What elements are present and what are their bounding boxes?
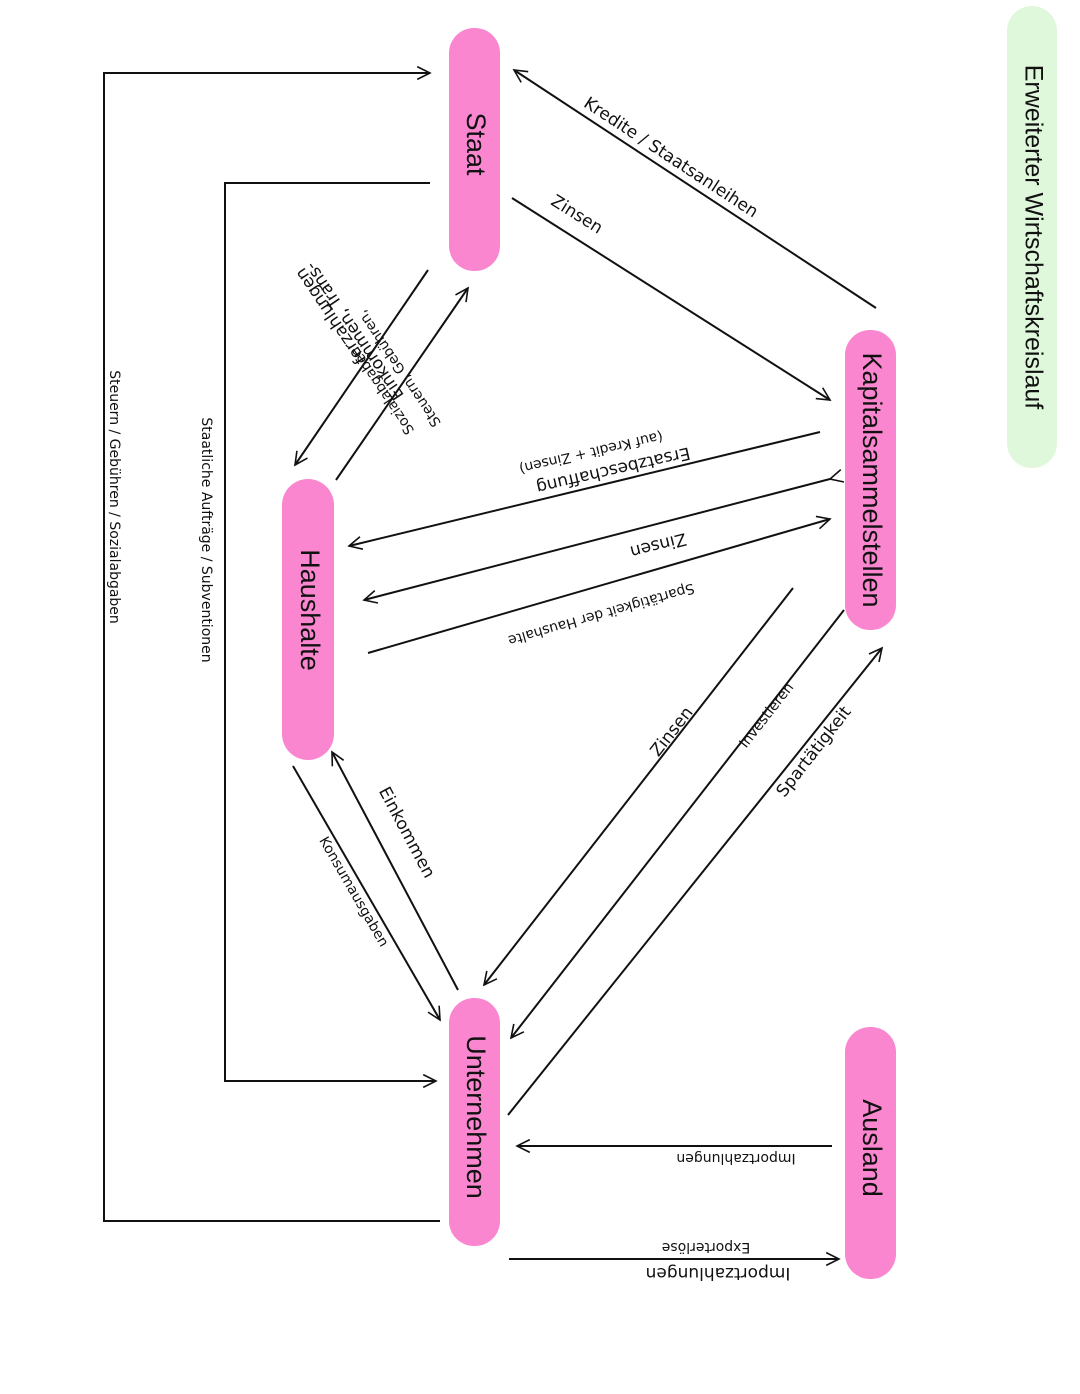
node-haushalte: Haushalte	[282, 479, 334, 760]
label-zinsen-staat: Zinsen	[547, 191, 606, 238]
node-staat-label: Staat	[461, 112, 491, 176]
arrow-spartaetigkeit-unternehmen	[507, 648, 882, 1116]
label-zinsen-haushalte: Zinsen	[628, 528, 688, 561]
arrow-einkommen	[331, 752, 459, 991]
node-staat-shape	[449, 28, 500, 271]
arrow-staatliche-auftraege	[224, 182, 436, 1081]
label-investieren: Investieren	[736, 680, 797, 751]
node-ausland: Ausland	[845, 1027, 896, 1279]
node-unternehmen-label: Unternehmen	[461, 1035, 491, 1199]
arrow-steuern-unternehmen	[103, 73, 440, 1222]
node-unternehmen-shape	[449, 998, 500, 1246]
arrow-steuern-haushalte	[335, 288, 468, 481]
label-spartaetigkeit-haushalte: Spartätigkeit der Haushalte	[506, 580, 696, 649]
label-spartaetigkeit-unternehmen: Spartätigkeit	[773, 702, 856, 801]
arrow-spartaetigkeit-haushalte	[367, 519, 830, 654]
arrow-konsumausgaben	[292, 765, 440, 1020]
arrow-zinsen-unternehmen	[484, 587, 794, 985]
arrow-kredite	[514, 70, 877, 309]
label-kredite: Kredite / Staatsanleihen	[580, 93, 762, 222]
arrow-zinsen-staat	[511, 197, 830, 400]
node-staat: Staat	[449, 28, 500, 271]
label-konsumausgaben: Konsumausgaben	[315, 834, 391, 950]
label-exporterloese: Exporterlöse	[662, 1239, 751, 1255]
arrow-zinsen-haushalte	[364, 479, 830, 600]
node-kapital-label: Kapitalsammelstellen	[857, 352, 887, 607]
label-steuern-unternehmen: Steuern / Gebühren / Sozialabgaben	[106, 370, 122, 624]
node-kapital-shape	[845, 330, 896, 630]
node-ausland-shape	[845, 1027, 896, 1279]
label-zinsen-unternehmen: Zinsen	[647, 703, 698, 760]
label-einkommen: Einkommen	[374, 784, 439, 882]
node-kapitalsammelstellen: Kapitalsammelstellen	[845, 330, 896, 630]
node-ausland-label: Ausland	[857, 1099, 887, 1197]
label-importzahlungen: Importzahlungen	[676, 1150, 795, 1166]
node-unternehmen: Unternehmen	[449, 998, 500, 1246]
node-haushalte-label: Haushalte	[295, 549, 325, 671]
title-background	[1007, 6, 1057, 468]
arrow-einkommen-transfer	[295, 269, 429, 465]
node-haushalte-shape	[282, 479, 334, 760]
arrow-investieren	[511, 609, 845, 1038]
diagram-title: Erweiterter Wirtschaftskreislauf	[1019, 65, 1047, 410]
label-staatliche-auftraege: Staatliche Aufträge / Subventionen	[198, 417, 214, 662]
title-box: Erweiterter Wirtschaftskreislauf	[1007, 6, 1057, 468]
label-importzahlungen-2: Importzahlungen	[646, 1263, 791, 1283]
